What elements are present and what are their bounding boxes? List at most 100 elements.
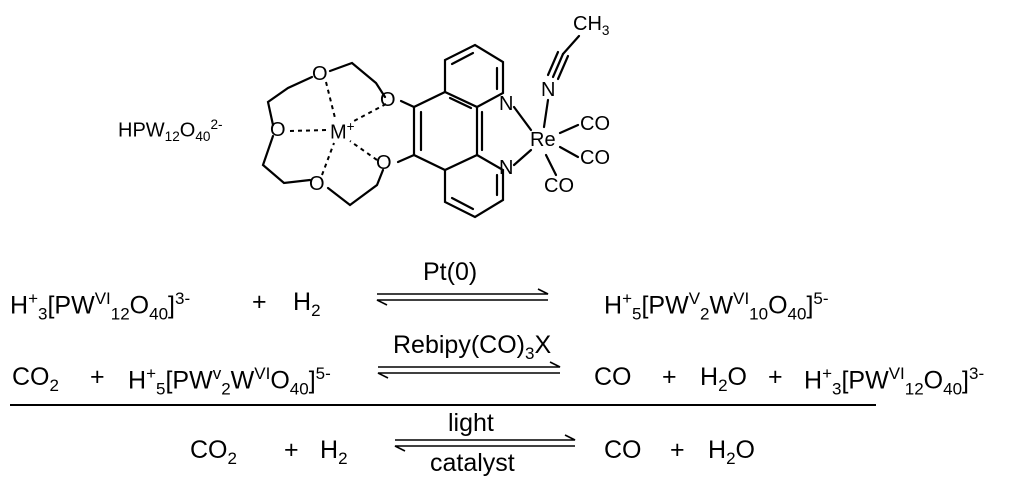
crown-bond: [266, 75, 314, 127]
triple-bond: [556, 54, 570, 81]
catalyst-label: Pt(0): [423, 258, 478, 286]
atom-label: O: [309, 173, 325, 195]
atom-label: O: [312, 63, 328, 85]
atom-label: O: [270, 119, 286, 141]
central-ring: [412, 90, 479, 172]
re-n-bond: [542, 98, 550, 129]
ring-double-bond: [450, 196, 475, 211]
atom-label: Re: [530, 129, 556, 151]
reaction-2-reactants: H+5[PWv2WVIO40]5-: [128, 365, 331, 397]
plus-sign: +: [284, 436, 299, 464]
formula-text: O: [768, 291, 788, 320]
formula-sup: VI: [888, 364, 905, 383]
equilibrium-arrow-1: [377, 288, 549, 295]
atom-label: M: [330, 121, 347, 144]
equilibrium-arrow-3: [395, 434, 576, 441]
formula-text: O: [129, 291, 150, 320]
formula-text: [PW: [165, 366, 213, 395]
re-co-bond: [558, 145, 580, 159]
carbonyl-label: CO: [580, 147, 610, 169]
formula-sup: VI: [254, 364, 271, 383]
formula-sub: 2: [338, 448, 348, 468]
formula-sub: 5: [632, 304, 642, 324]
formula-sup: VI: [733, 289, 750, 308]
atom-label: O: [380, 89, 396, 111]
formula-text: H: [10, 291, 29, 320]
re-co-bond: [558, 123, 580, 135]
formula-sub: 40: [787, 304, 807, 324]
coordination-bond: [349, 140, 378, 161]
formula-text: O: [735, 436, 755, 464]
anion-text: O: [179, 119, 196, 142]
formula-sub: 2: [726, 448, 736, 468]
pyridine-bottom: [443, 153, 505, 219]
formula-sub: 2: [49, 375, 59, 395]
formula-text: ]: [962, 366, 969, 395]
formula-sup: +: [146, 364, 156, 383]
aryl-o-bond: [396, 153, 416, 164]
atom-label: O: [376, 152, 392, 174]
methyl-label: CH3: [573, 14, 609, 37]
equilibrium-arrow-2: [378, 361, 561, 368]
formula-sub: 2: [221, 379, 231, 399]
re-co-bond: [544, 153, 558, 177]
coordination-bond: [321, 142, 335, 176]
formula-text: CO: [190, 436, 228, 464]
n-re-bond: [512, 148, 533, 167]
atom-subscript: 3: [601, 22, 610, 38]
anion-subscript: 40: [195, 129, 211, 145]
c-ch3-bond: [561, 34, 581, 56]
atom-label: CH: [573, 13, 602, 35]
formula-text: [PW: [47, 291, 95, 320]
formula-sub: 2: [227, 448, 237, 468]
formula-text: [PW: [641, 291, 689, 320]
co2-formula: CO2: [190, 438, 237, 467]
formula-text: H: [128, 366, 147, 395]
formula-sub: 40: [289, 379, 309, 399]
plus-sign: +: [662, 363, 677, 391]
ring-double-bond: [448, 96, 473, 110]
formula-sub: 12: [110, 304, 130, 324]
triple-bond: [551, 52, 565, 79]
anion-text: HPW: [118, 119, 165, 142]
formula-text: X: [534, 331, 552, 359]
atom-label: N: [499, 157, 514, 179]
crown-bond: [326, 168, 385, 207]
equilibrium-arrow-1: [376, 299, 548, 306]
formula-sub: 40: [149, 304, 169, 324]
formula-text: H: [700, 363, 719, 391]
atom-label: N: [499, 93, 514, 115]
aryl-o-bond: [399, 99, 416, 109]
formula-sub: 12: [904, 379, 924, 399]
formula-charge: 5-: [315, 364, 331, 383]
atom-label: N: [541, 79, 556, 101]
reaction-2-products: H+3[PWVI12O40]3-: [804, 365, 984, 397]
coordination-bond: [325, 81, 336, 119]
formula-text: ]: [806, 291, 814, 320]
formula-text: CO: [12, 363, 50, 391]
formula-sub: 2: [700, 304, 710, 324]
formula-sub: 3: [38, 304, 48, 324]
reaction-1-products: H+5[PWV2WVI10O40]5-: [604, 290, 829, 322]
formula-text: H: [293, 288, 312, 316]
formula-text: H: [804, 366, 823, 395]
formula-sub: 3: [832, 379, 842, 399]
formula-sub: 40: [943, 379, 963, 399]
formula-text: ]: [308, 366, 316, 395]
carbonyl-label: CO: [544, 175, 574, 197]
triple-bond: [546, 50, 560, 77]
formula-charge: 3-: [969, 364, 985, 383]
formula-sub: 2: [311, 300, 321, 320]
coordination-bond: [351, 103, 387, 123]
formula-text: H: [604, 291, 623, 320]
metal-cation: M+: [330, 119, 355, 144]
formula-sup: VI: [94, 289, 111, 308]
charge-label: +: [346, 119, 355, 134]
plus-sign: +: [670, 436, 685, 464]
formula-text: O: [923, 366, 944, 395]
formula-sub: 3: [524, 343, 535, 363]
equilibrium-arrow-3: [394, 445, 575, 452]
pyridine-top: [443, 43, 505, 109]
formula-sub: 2: [718, 375, 728, 395]
